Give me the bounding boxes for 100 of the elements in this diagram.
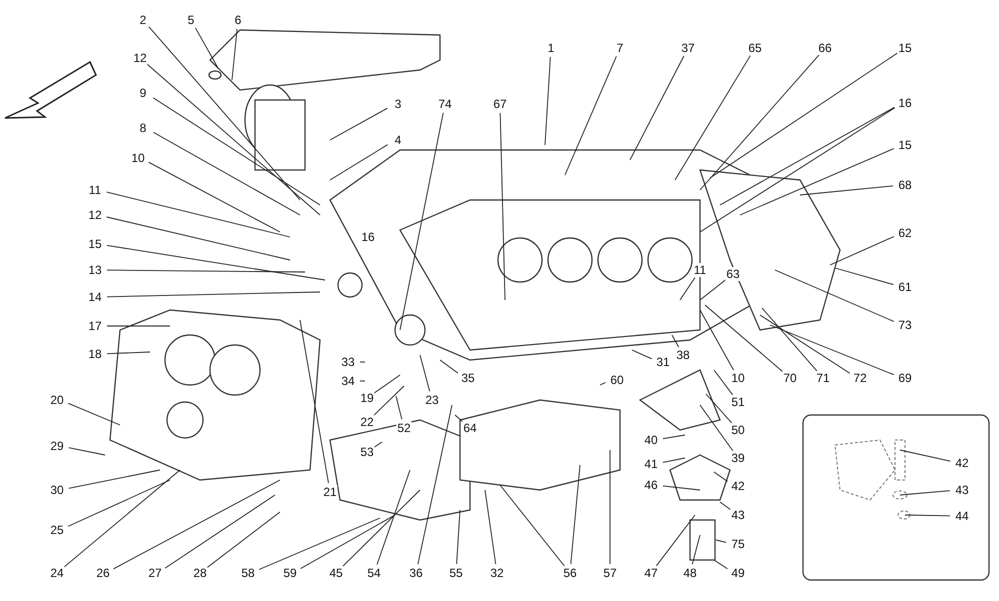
callout-number: 2 [138, 13, 148, 27]
leader-line [700, 310, 734, 371]
leader-line [770, 324, 894, 376]
leader-line [714, 370, 734, 396]
callout-number: 43 [954, 483, 970, 497]
callout-number: 66 [817, 41, 833, 55]
callout-number: 61 [897, 280, 913, 294]
callout-number: 37 [680, 41, 696, 55]
leader-line [417, 404, 452, 565]
leader-line [206, 512, 280, 568]
callout-number: 51 [730, 395, 746, 409]
leader-line [113, 480, 280, 570]
leader-line [662, 485, 700, 490]
callout-number: 46 [643, 478, 659, 492]
leader-line [374, 442, 382, 448]
callout-number: 71 [815, 371, 831, 385]
callout-number: 21 [322, 485, 338, 499]
callout-number: 75 [730, 537, 746, 551]
callout-number: 42 [730, 479, 746, 493]
callout-number: 43 [730, 508, 746, 522]
leader-line [830, 236, 894, 266]
leader-line [300, 320, 329, 484]
leader-line [632, 350, 652, 360]
callout-number: 11 [88, 183, 102, 197]
callout-number: 25 [49, 523, 65, 537]
leader-line [454, 414, 464, 423]
callout-number: 35 [460, 371, 476, 385]
leader-line [700, 404, 734, 452]
callout-number: 67 [492, 97, 508, 111]
leader-line [68, 470, 160, 489]
leader-line [662, 458, 686, 463]
callout-number: 19 [359, 391, 375, 405]
leader-line [153, 132, 300, 216]
leader-line [834, 268, 894, 286]
leader-line [146, 63, 320, 216]
callout-number: 68 [897, 178, 913, 192]
leader-line [656, 514, 696, 566]
callout-number: 72 [852, 371, 868, 385]
callout-number: 15 [897, 41, 913, 55]
leader-line [716, 540, 727, 543]
leader-line [106, 216, 290, 260]
callout-number: 23 [424, 393, 440, 407]
callout-number: 28 [192, 566, 208, 580]
callout-number: 32 [489, 566, 505, 580]
leader-line [68, 402, 120, 426]
callout-number: 16 [360, 230, 376, 244]
leader-line [762, 308, 818, 372]
callout-number: 27 [147, 566, 163, 580]
callout-number: 63 [725, 267, 741, 281]
callout-number: 55 [448, 566, 464, 580]
callout-number: 13 [87, 263, 103, 277]
leader-line [440, 360, 458, 374]
callout-number: 24 [49, 566, 65, 580]
callout-number: 59 [282, 566, 298, 580]
callout-number: 10 [130, 151, 146, 165]
callout-number: 8 [138, 121, 148, 135]
callout-number: 44 [954, 509, 970, 523]
leader-line [672, 334, 680, 348]
callout-number: 11 [692, 263, 708, 277]
leader-line [714, 560, 728, 570]
callout-number: 52 [396, 421, 412, 435]
leader-line [68, 447, 106, 456]
callout-number: 45 [328, 566, 344, 580]
callout-number: 6 [234, 13, 242, 27]
callout-number: 41 [643, 457, 659, 471]
leader-line [106, 192, 290, 238]
callout-number: 15 [897, 138, 913, 152]
leader-line [800, 185, 894, 196]
callout-number: 57 [602, 566, 618, 580]
leader-line [148, 162, 280, 232]
leader-line [374, 374, 400, 394]
leader-line [600, 382, 606, 386]
leader-line [68, 480, 170, 527]
leader-line [740, 148, 894, 216]
callout-number: 29 [49, 439, 65, 453]
leader-line [500, 112, 506, 300]
callout-number: 60 [609, 373, 625, 387]
leader-line [232, 28, 238, 80]
leader-line [152, 97, 320, 206]
callout-number: 54 [366, 566, 382, 580]
leader-line [484, 490, 496, 565]
callout-number: 30 [49, 483, 65, 497]
leader-line [164, 494, 276, 569]
callout-number: 16 [897, 96, 913, 110]
leader-line [342, 490, 420, 568]
leader-line [674, 55, 751, 180]
leader-line [106, 270, 306, 272]
leader-line [900, 450, 951, 462]
callout-number: 7 [616, 41, 624, 55]
callout-number: 18 [87, 347, 103, 361]
leader-line [373, 386, 404, 416]
callout-number: 10 [730, 371, 746, 385]
leader-line [704, 304, 784, 373]
callout-number: 14 [87, 290, 103, 304]
leader-line [680, 277, 696, 300]
callout-number: 22 [359, 415, 375, 429]
leader-line [376, 470, 410, 565]
leader-line [194, 27, 218, 68]
leader-line [300, 514, 396, 570]
callout-number: 3 [394, 97, 402, 111]
